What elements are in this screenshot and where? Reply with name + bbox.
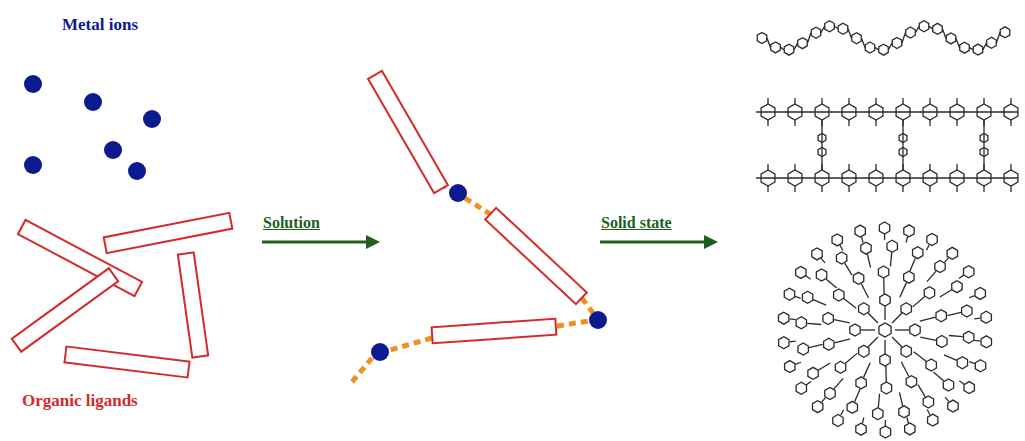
component-label: Organic ligands (22, 392, 138, 411)
solution-arrow (262, 235, 380, 249)
chain-metal-ions (371, 184, 607, 361)
chain-ligands (368, 71, 587, 343)
arrow-label: Solid state (601, 214, 672, 232)
solid-state-structures (756, 21, 1018, 438)
arrow-label: Solution (263, 214, 320, 232)
metal-ions (24, 75, 161, 180)
organic-ligands (12, 213, 233, 378)
component-label: Metal ions (62, 16, 138, 35)
solid-state-arrow (600, 235, 718, 249)
coordination-bonds (352, 184, 593, 382)
